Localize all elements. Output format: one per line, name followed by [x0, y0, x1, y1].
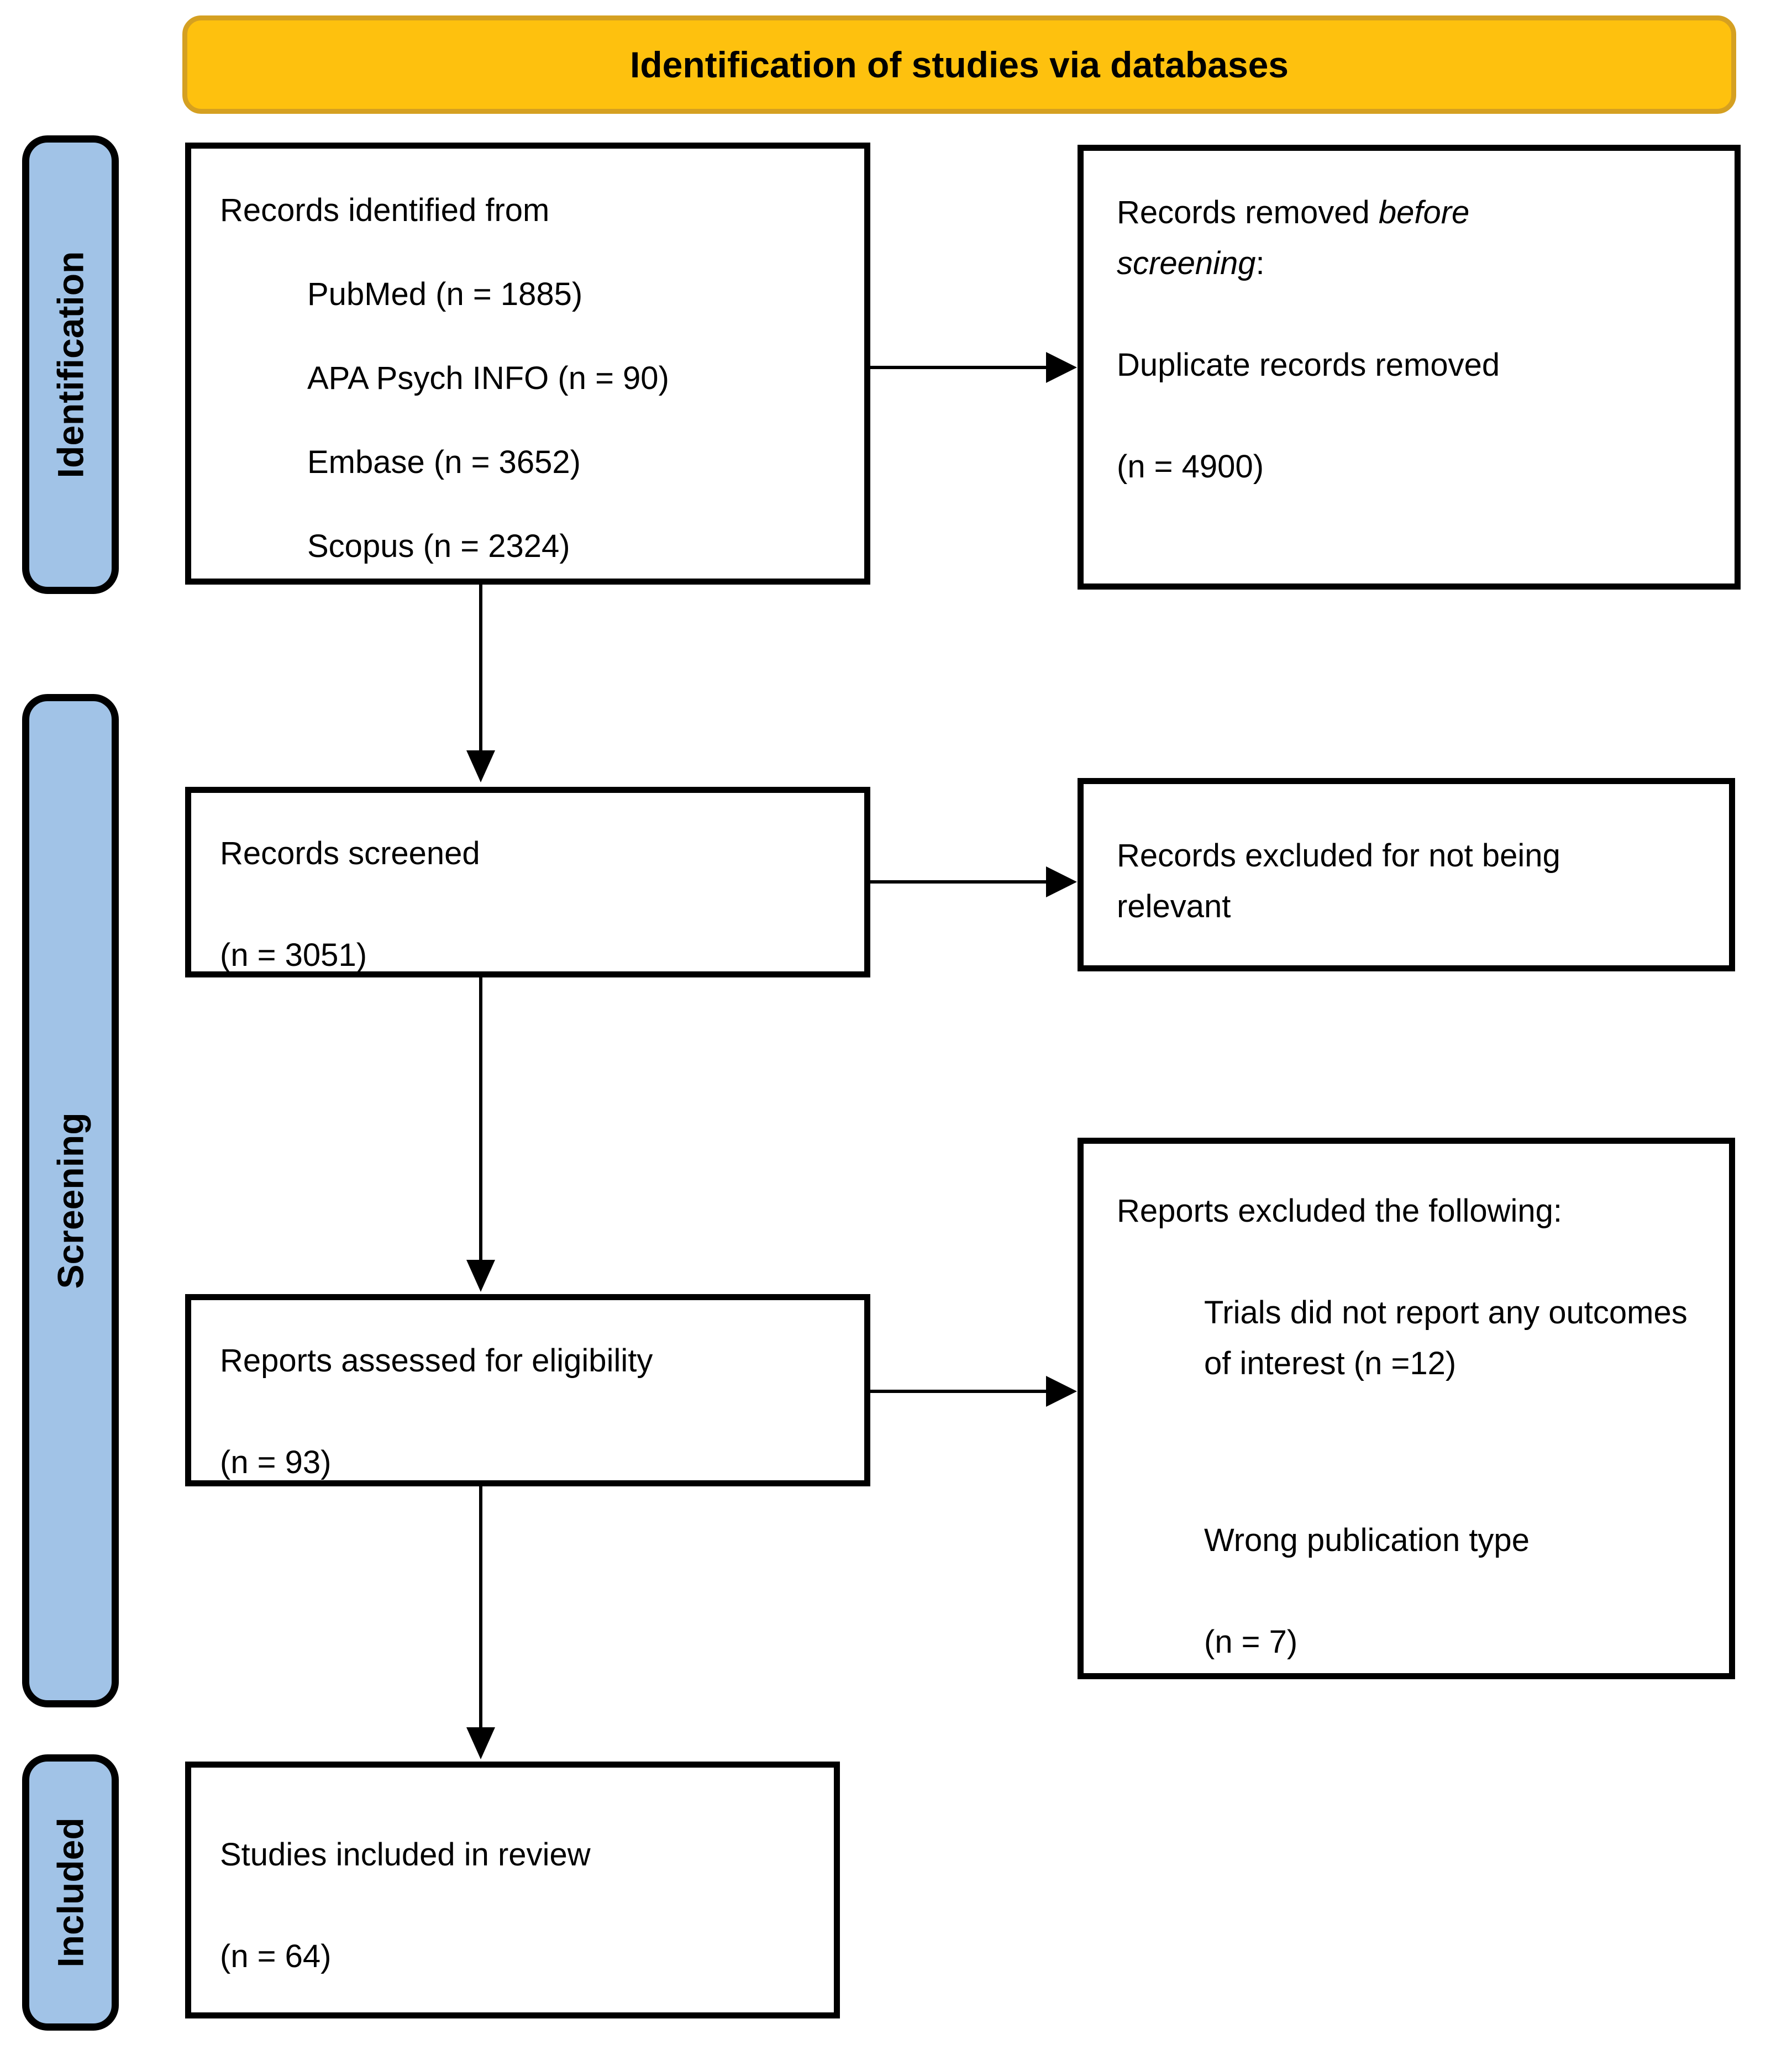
records-identified-title: Records identified from	[220, 192, 550, 228]
database-item-embase: Embase (n = 3652)	[307, 444, 581, 480]
reports-excluded-reason2-count: (n = 7)	[1204, 1624, 1298, 1660]
reports-excluded-reason1: Trials did not report any outcomes of in…	[1204, 1295, 1688, 1381]
box-reports-excluded: Reports excluded the following: Trials d…	[1078, 1138, 1735, 1679]
box-reports-assessed: Reports assessed for eligibility (n = 93…	[185, 1294, 870, 1486]
stage-label-screening: Screening	[22, 694, 119, 1707]
arrow-identified-to-screened	[466, 585, 495, 782]
records-removed-reason: Duplicate records removed	[1117, 347, 1500, 383]
box-records-excluded: Records excluded for not being relevant	[1078, 778, 1735, 971]
stage-label-screening-text: Screening	[50, 1112, 91, 1289]
stage-label-identification: Identification	[22, 135, 119, 594]
stage-label-included-text: Included	[50, 1817, 91, 1968]
records-screened-count: (n = 3051)	[220, 937, 367, 973]
reports-assessed-count: (n = 93)	[220, 1444, 332, 1480]
reports-assessed-title: Reports assessed for eligibility	[220, 1343, 653, 1379]
records-removed-count: (n = 4900)	[1117, 449, 1264, 485]
arrow-identified-to-removed	[870, 352, 1077, 383]
reports-excluded-title: Reports excluded the following:	[1117, 1193, 1563, 1229]
arrow-screened-to-excluded	[870, 866, 1077, 897]
database-item-apa-psychinfo: APA Psych INFO (n = 90)	[307, 360, 669, 396]
records-excluded-text: Records excluded for not being relevant	[1117, 838, 1560, 924]
records-removed-title-normal: Records removed	[1117, 194, 1379, 230]
reports-excluded-reason2: Wrong publication type	[1204, 1522, 1530, 1558]
records-removed-title-line2: screening:	[1117, 238, 1707, 289]
records-removed-title-line1: Records removed before	[1117, 187, 1707, 238]
database-item-scopus: Scopus (n = 2324)	[307, 528, 570, 564]
studies-included-title: Studies included in review	[220, 1837, 591, 1873]
records-removed-title-italic1: before	[1378, 194, 1470, 230]
arrow-screened-to-assessed	[466, 977, 495, 1292]
stage-label-identification-text: Identification	[50, 251, 91, 479]
box-studies-included: Studies included in review (n = 64)	[185, 1762, 840, 2018]
stage-label-included: Included	[22, 1754, 119, 2031]
database-item-pubmed: PubMed (n = 1885)	[307, 276, 583, 312]
arrow-assessed-to-excluded	[870, 1376, 1077, 1407]
box-records-identified: Records identified from PubMed (n = 1885…	[185, 143, 870, 585]
arrow-assessed-to-included	[466, 1486, 495, 1759]
records-screened-title: Records screened	[220, 835, 480, 871]
header-title: Identification of studies via databases	[630, 44, 1289, 85]
box-records-screened: Records screened (n = 3051)	[185, 787, 870, 977]
records-removed-title-italic2: screening	[1117, 245, 1256, 281]
header-banner: Identification of studies via databases	[182, 15, 1736, 114]
studies-included-count: (n = 64)	[220, 1938, 332, 1974]
records-removed-title-colon: :	[1255, 245, 1265, 281]
box-records-removed: Records removed before screening: Duplic…	[1078, 145, 1741, 590]
